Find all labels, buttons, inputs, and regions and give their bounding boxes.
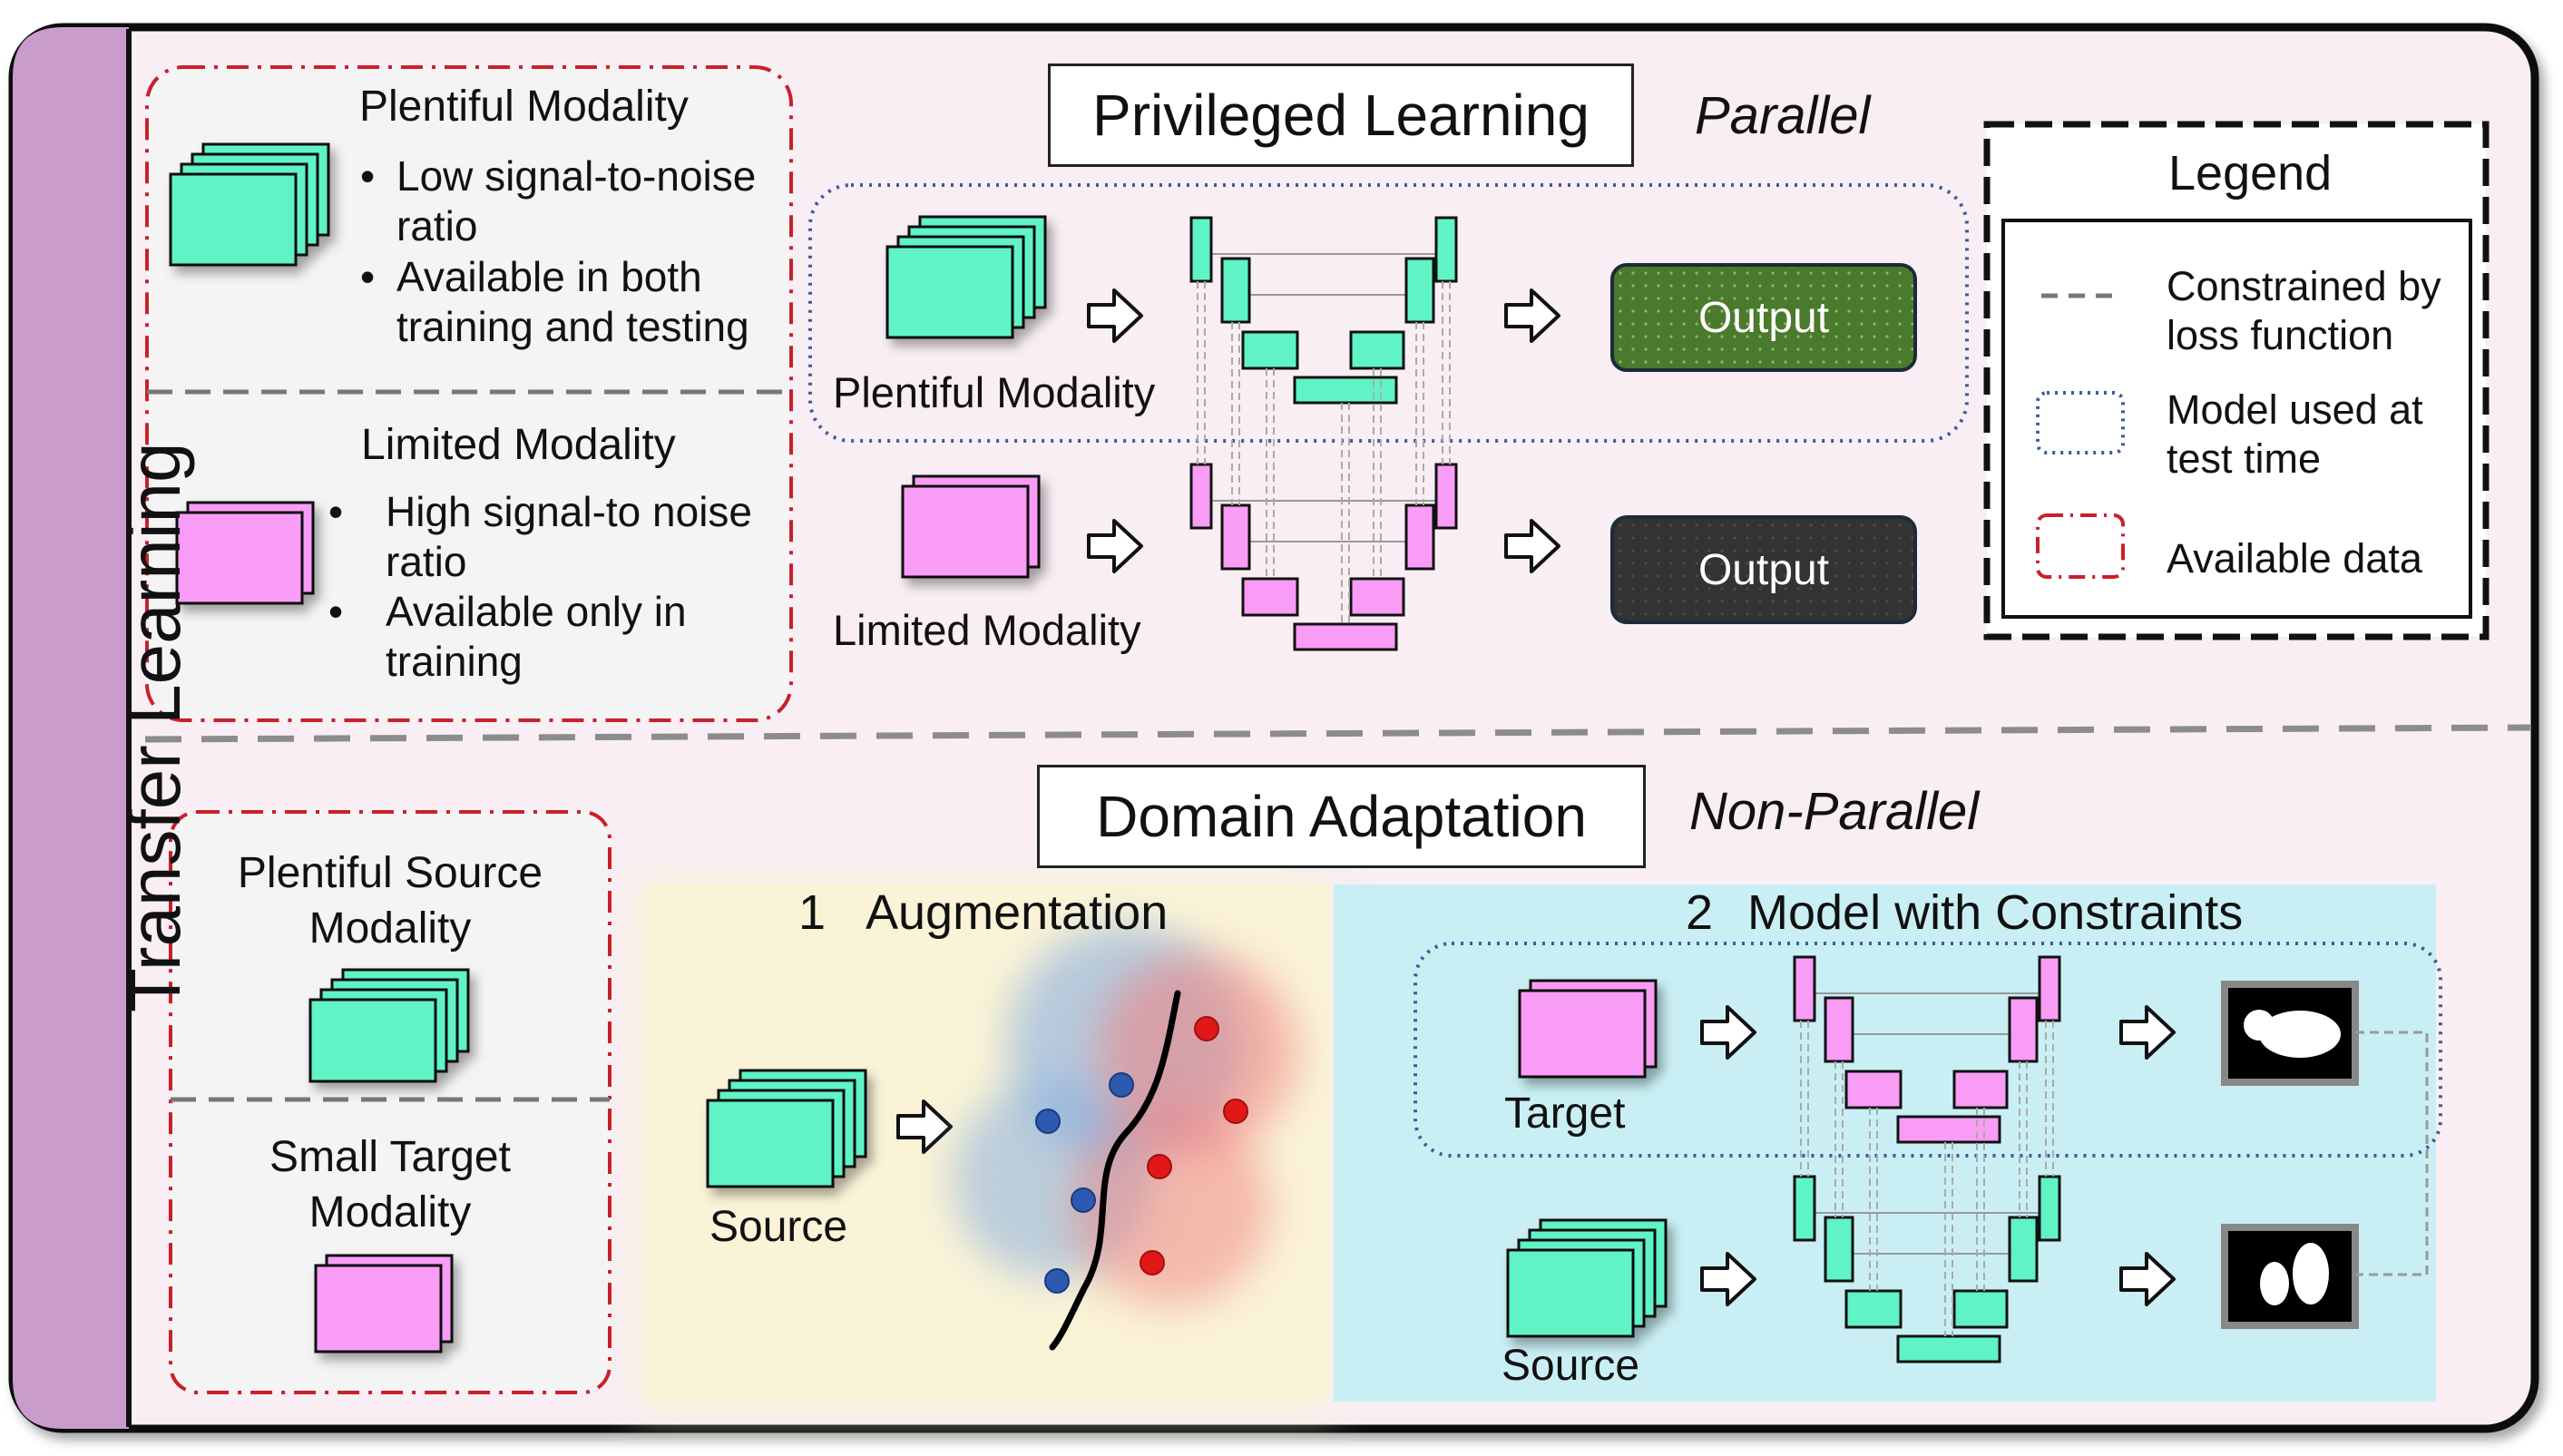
target-box-title-line-2: Modality <box>308 1188 472 1236</box>
constraints-label: Model with Constraints <box>1747 885 2244 940</box>
dotted-blue-box-icon <box>2036 391 2125 454</box>
unet-limited <box>1189 463 1458 651</box>
plentiful-bullet-1-line-1: Low signal-to-noise <box>396 152 757 200</box>
privileged-learning-title: Privileged Learning <box>1048 64 1634 167</box>
legend-title: Legend <box>2168 146 2333 200</box>
limited-bullet-1-line-1: High signal-to noise <box>386 488 753 535</box>
parallel-subtitle: Parallel <box>1695 86 1871 145</box>
domain-adaptation-title: Domain Adaptation <box>1037 765 1646 868</box>
unet-source <box>1793 1175 2061 1363</box>
target-mask-blob <box>2259 1011 2341 1058</box>
legend-item-1-line-2: loss function <box>2167 312 2394 358</box>
limited-box-title: Limited Modality <box>361 421 676 469</box>
source-mask-output <box>2221 1224 2359 1329</box>
source-mask-blob-left <box>2260 1262 2289 1305</box>
legend-inner-box <box>2001 219 2472 619</box>
limited-bullet-2-line-2: training <box>386 638 523 685</box>
augmentation-source-label: Source <box>709 1203 848 1251</box>
source-box-title-line-1: Plentiful Source <box>237 849 543 897</box>
arrow-row2-in <box>1087 519 1143 573</box>
plentiful-box-stack-icon <box>169 142 330 267</box>
legend-item-2-line-2: test time <box>2167 435 2322 482</box>
test-time-model-box <box>808 183 1969 443</box>
plentiful-bullet-2-line-1: Available in both <box>396 253 702 300</box>
bottom-data-box <box>169 810 611 1394</box>
constraints-source-stack-icon <box>1506 1218 1668 1338</box>
section-divider <box>144 724 2532 743</box>
legend-item-3-line-1: Available data <box>2167 535 2422 581</box>
output-green: Output <box>1610 263 1917 372</box>
plentiful-bullet-2-line-2: training and testing <box>396 303 749 350</box>
row2-label: Limited Modality <box>833 606 1141 654</box>
arrow-source-out <box>2119 1252 2176 1306</box>
non-parallel-subtitle: Non-Parallel <box>1689 782 1980 841</box>
constraints-source-label: Source <box>1502 1342 1640 1390</box>
sidebar-panel <box>13 27 129 1429</box>
constraints-number: 2 <box>1686 885 1714 940</box>
row2-input-slice-icon <box>901 474 1041 579</box>
augmentation-number: 1 <box>798 885 827 940</box>
source-box-stack-icon <box>308 968 470 1083</box>
limited-box-slice-icon <box>175 501 315 605</box>
limited-bullet-dot-2: • <box>328 588 344 635</box>
target-box-slice-icon <box>314 1254 454 1353</box>
unet-plentiful <box>1189 216 1458 405</box>
output-dark: Output <box>1610 515 1917 624</box>
dash-dot-red-box-icon <box>2036 513 2125 579</box>
legend-item-1-line-1: Constrained by <box>2167 263 2441 309</box>
row1-label: Plentiful Modality <box>833 368 1156 416</box>
plentiful-box-title: Plentiful Modality <box>359 83 689 131</box>
unet-target <box>1793 955 2061 1144</box>
limited-bullet-2-line-1: Available only in <box>386 588 687 635</box>
constraints-target-label: Target <box>1504 1090 1626 1138</box>
bottom-constraint-lines <box>1800 1021 2054 1336</box>
target-box-title-line-1: Small Target <box>269 1133 511 1181</box>
limited-bullet-1-line-2: ratio <box>386 538 467 585</box>
arrow-source-in <box>1700 1252 1756 1306</box>
constraints-target-slice-icon <box>1518 979 1658 1079</box>
augmentation-scatter <box>953 925 1297 1351</box>
augmentation-source-stack-icon <box>706 1069 867 1188</box>
legend-item-2-line-1: Model used at <box>2167 386 2423 433</box>
arrow-row2-out <box>1504 519 1560 573</box>
top-constraint-lines <box>1197 281 1451 624</box>
arrow-row1-in <box>1087 288 1143 343</box>
limited-bullet-dot-1: • <box>328 488 344 535</box>
augmentation-label: Augmentation <box>866 885 1169 940</box>
arrow-target-in <box>1700 1005 1756 1060</box>
arrow-augmentation <box>896 1099 953 1154</box>
source-box-title-line-2: Modality <box>308 904 472 953</box>
row1-input-stack-icon <box>885 215 1047 339</box>
target-mask-blob-small <box>2244 1010 2274 1041</box>
plentiful-bullet-1-line-2: ratio <box>396 202 478 249</box>
mask-constraint-line <box>2355 1031 2429 1276</box>
arrow-target-out <box>2119 1005 2176 1060</box>
arrow-row1-out <box>1504 288 1560 343</box>
plentiful-bullet-dot-2: • <box>360 253 376 300</box>
source-mask-blob-right <box>2293 1243 2329 1305</box>
plentiful-bullet-dot-1: • <box>360 152 376 200</box>
